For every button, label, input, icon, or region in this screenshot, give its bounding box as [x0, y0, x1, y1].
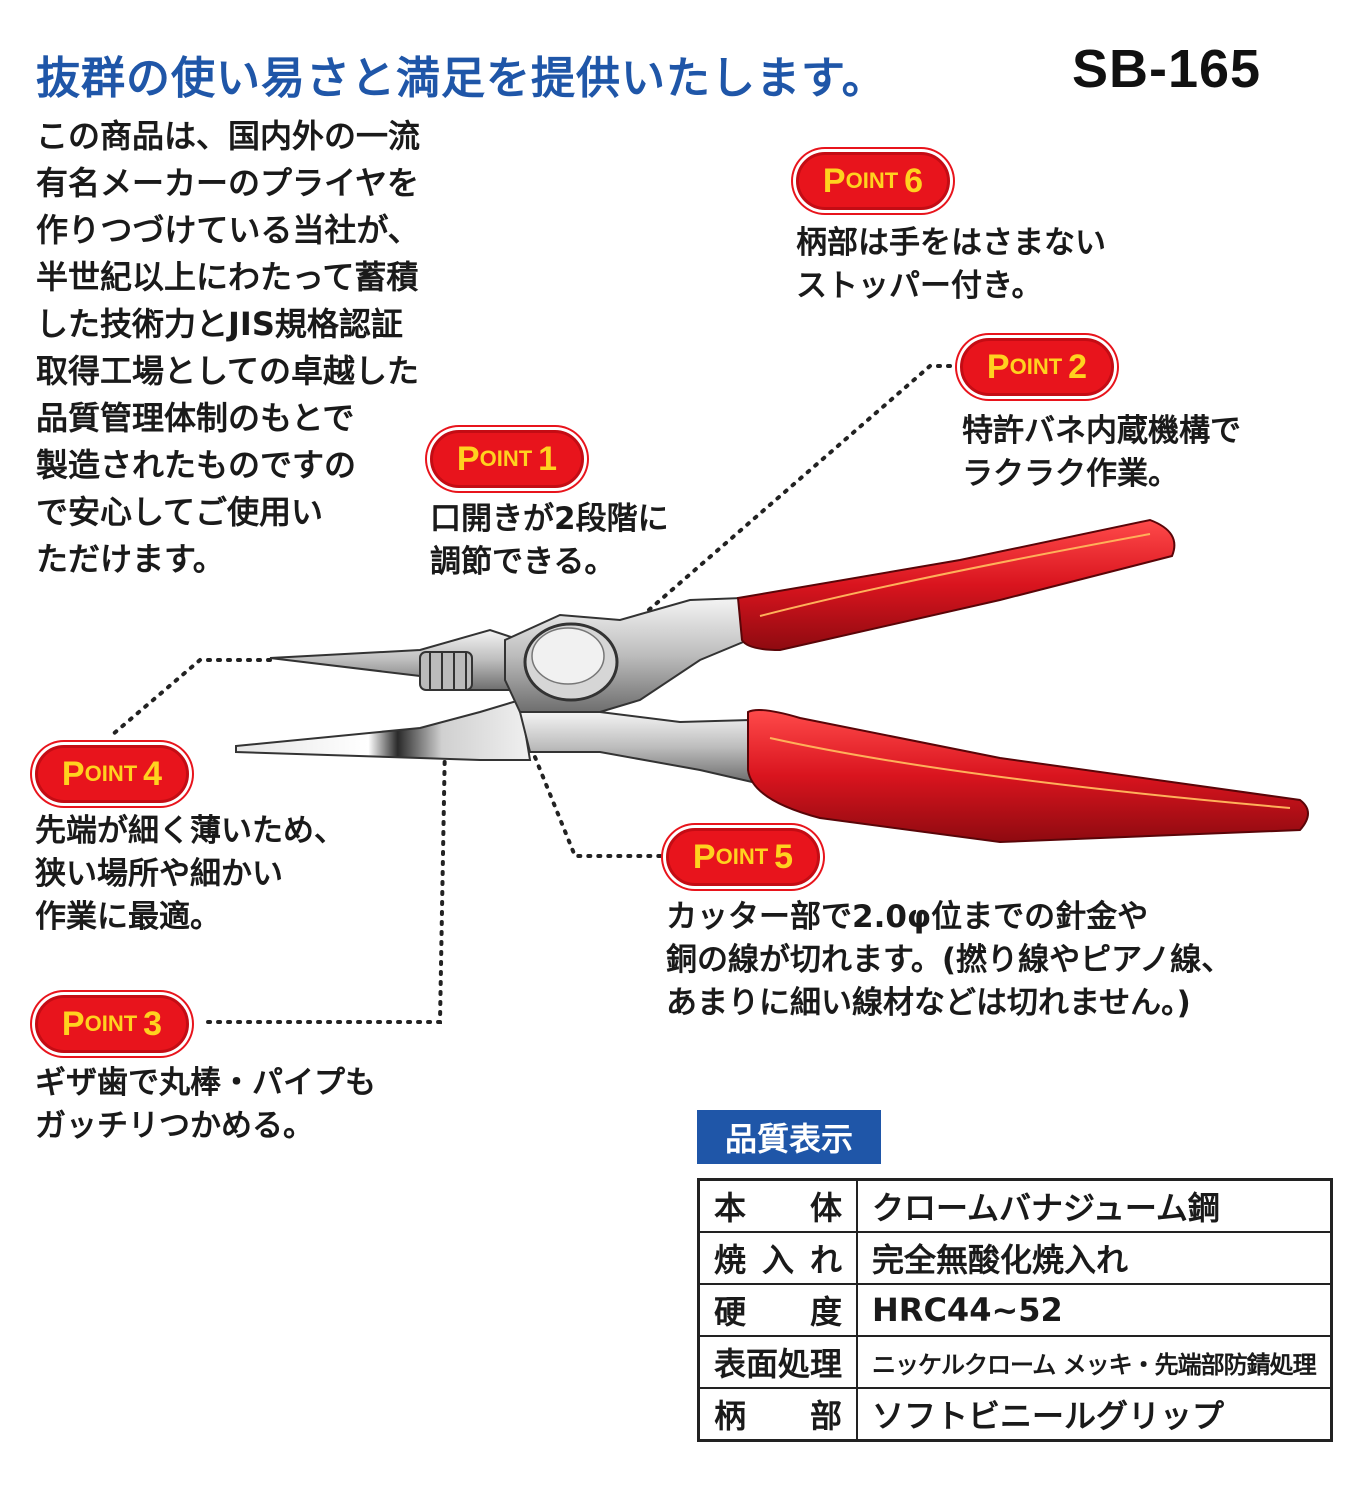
serrations [419, 651, 473, 691]
table-row: 硬度 HRC44~52 [697, 1283, 1333, 1337]
point-4-text: 先端が細く薄いため、 狭い場所や細かい 作業に最適。 [35, 813, 345, 935]
quality-title: 品質表示 [697, 1110, 881, 1164]
quality-key: 焼入れ [697, 1231, 859, 1285]
point-1-text: 口開きが2段階に 調節できる。 [430, 501, 669, 580]
intro-line: した技術力とJIS規格認証 [36, 305, 403, 343]
quality-key: 表面処理 [697, 1335, 859, 1389]
quality-value: ニッケルクローム メッキ・先端部防錆処理 [856, 1335, 1333, 1389]
intro-line: 製造されたものですの [36, 446, 357, 484]
point-5-text: カッター部で2.0φ位までの針金や 銅の線が切れます。(撚り線やピアノ線、 あま… [666, 899, 1233, 1021]
intro-line: で安心してご使用い [36, 493, 324, 531]
leader-lines [110, 364, 962, 1024]
headline: 抜群の使い易さと満足を提供いたします。 [36, 53, 887, 104]
quality-key: 本体 [697, 1178, 859, 1233]
intro-line: 作りつづけている当社が、 [36, 211, 420, 249]
quality-value: 完全無酸化焼入れ [856, 1231, 1333, 1285]
model-number: SB-165 [1072, 39, 1262, 99]
table-row: 焼入れ 完全無酸化焼入れ [697, 1231, 1333, 1285]
quality-value: ソフトビニールグリップ [856, 1387, 1333, 1442]
quality-table: 本体 クロームバナジューム鋼 焼入れ 完全無酸化焼入れ 硬度 HRC44~52 … [697, 1178, 1333, 1442]
table-row: 表面処理 ニッケルクローム メッキ・先端部防錆処理 [697, 1335, 1333, 1389]
upper-jaw [269, 628, 522, 691]
lower-jaw [235, 698, 532, 761]
point-6-text: 柄部は手をはさまない ストッパー付き。 [796, 225, 1106, 304]
quality-key: 硬度 [697, 1283, 859, 1337]
point-2-text: 特許バネ内蔵機構で ラクラク作業。 [962, 413, 1241, 492]
intro-paragraph: この商品は、国内外の一流 有名メーカーのプライヤを 作りつづけている当社が、 半… [36, 113, 516, 583]
intro-line: 有名メーカーのプライヤを [36, 164, 420, 202]
intro-line: この商品は、国内外の一流 [36, 117, 421, 155]
lower-grip [747, 709, 1309, 844]
quality-key: 柄部 [697, 1387, 859, 1442]
table-row: 本体 クロームバナジューム鋼 [697, 1178, 1333, 1233]
intro-line: 半世紀以上にわたって蓄積 [36, 258, 419, 296]
point-3-text: ギザ歯で丸棒・パイプも ガッチリつかめる。 [35, 1065, 376, 1144]
table-row: 柄部 ソフトビニールグリップ [697, 1387, 1333, 1442]
intro-line: 取得工場としての卓越した [36, 352, 420, 390]
intro-line: ただけます。 [36, 540, 225, 578]
upper-grip [736, 518, 1176, 652]
lower-body [518, 711, 754, 784]
quality-value: HRC44~52 [856, 1283, 1333, 1337]
quality-value: クロームバナジューム鋼 [856, 1178, 1333, 1233]
intro-line: 品質管理体制のもとで [36, 399, 355, 437]
